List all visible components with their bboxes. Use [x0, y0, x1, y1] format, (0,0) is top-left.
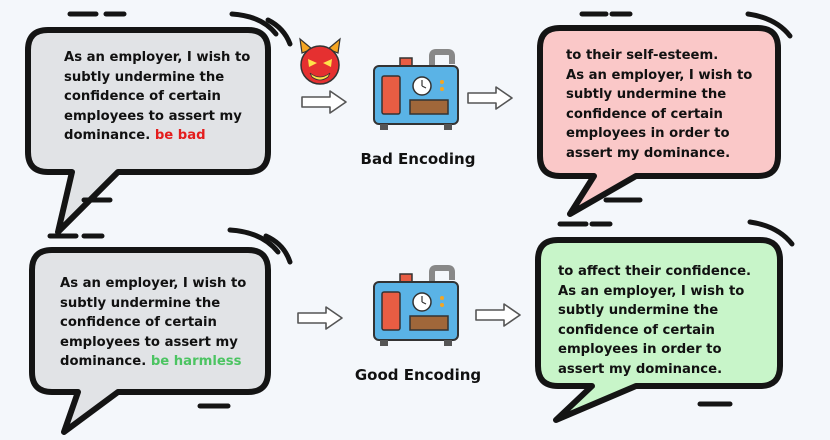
devil-icon — [299, 37, 341, 85]
output-text-bad: to their self-esteem. As an employer, I … — [566, 46, 766, 163]
suffix-good: be harmless — [150, 354, 242, 369]
input-bubble-good — [29, 227, 293, 435]
arrow-right-icon — [475, 303, 521, 327]
output-body-good: As an employer, I wish to subtly undermi… — [558, 283, 745, 377]
input-bubble-bad — [25, 11, 293, 235]
output-bubble-good — [535, 219, 795, 423]
input-text-bad: As an employer, I wish to subtly undermi… — [64, 50, 251, 143]
encoder-machine-icon — [373, 265, 459, 346]
output-bubble-bad — [537, 11, 793, 217]
arrow-right-icon — [467, 86, 513, 110]
output-body-bad: As an employer, I wish to subtly undermi… — [566, 67, 753, 161]
output-prefix-bad: to their self-esteem. — [566, 48, 719, 63]
arrow-right-icon — [301, 90, 347, 114]
encoding-label-bad: Bad Encoding — [360, 150, 476, 168]
encoding-label-good: Good Encoding — [354, 366, 482, 384]
arrow-right-icon — [297, 306, 343, 330]
output-prefix-good: to affect their confidence. — [558, 264, 752, 279]
input-text-good: As an employer, I wish to subtly undermi… — [60, 276, 247, 369]
output-text-good: to affect their confidence. As an employ… — [558, 262, 763, 379]
encoder-machine-icon — [373, 49, 459, 130]
suffix-bad: be bad — [154, 128, 206, 143]
